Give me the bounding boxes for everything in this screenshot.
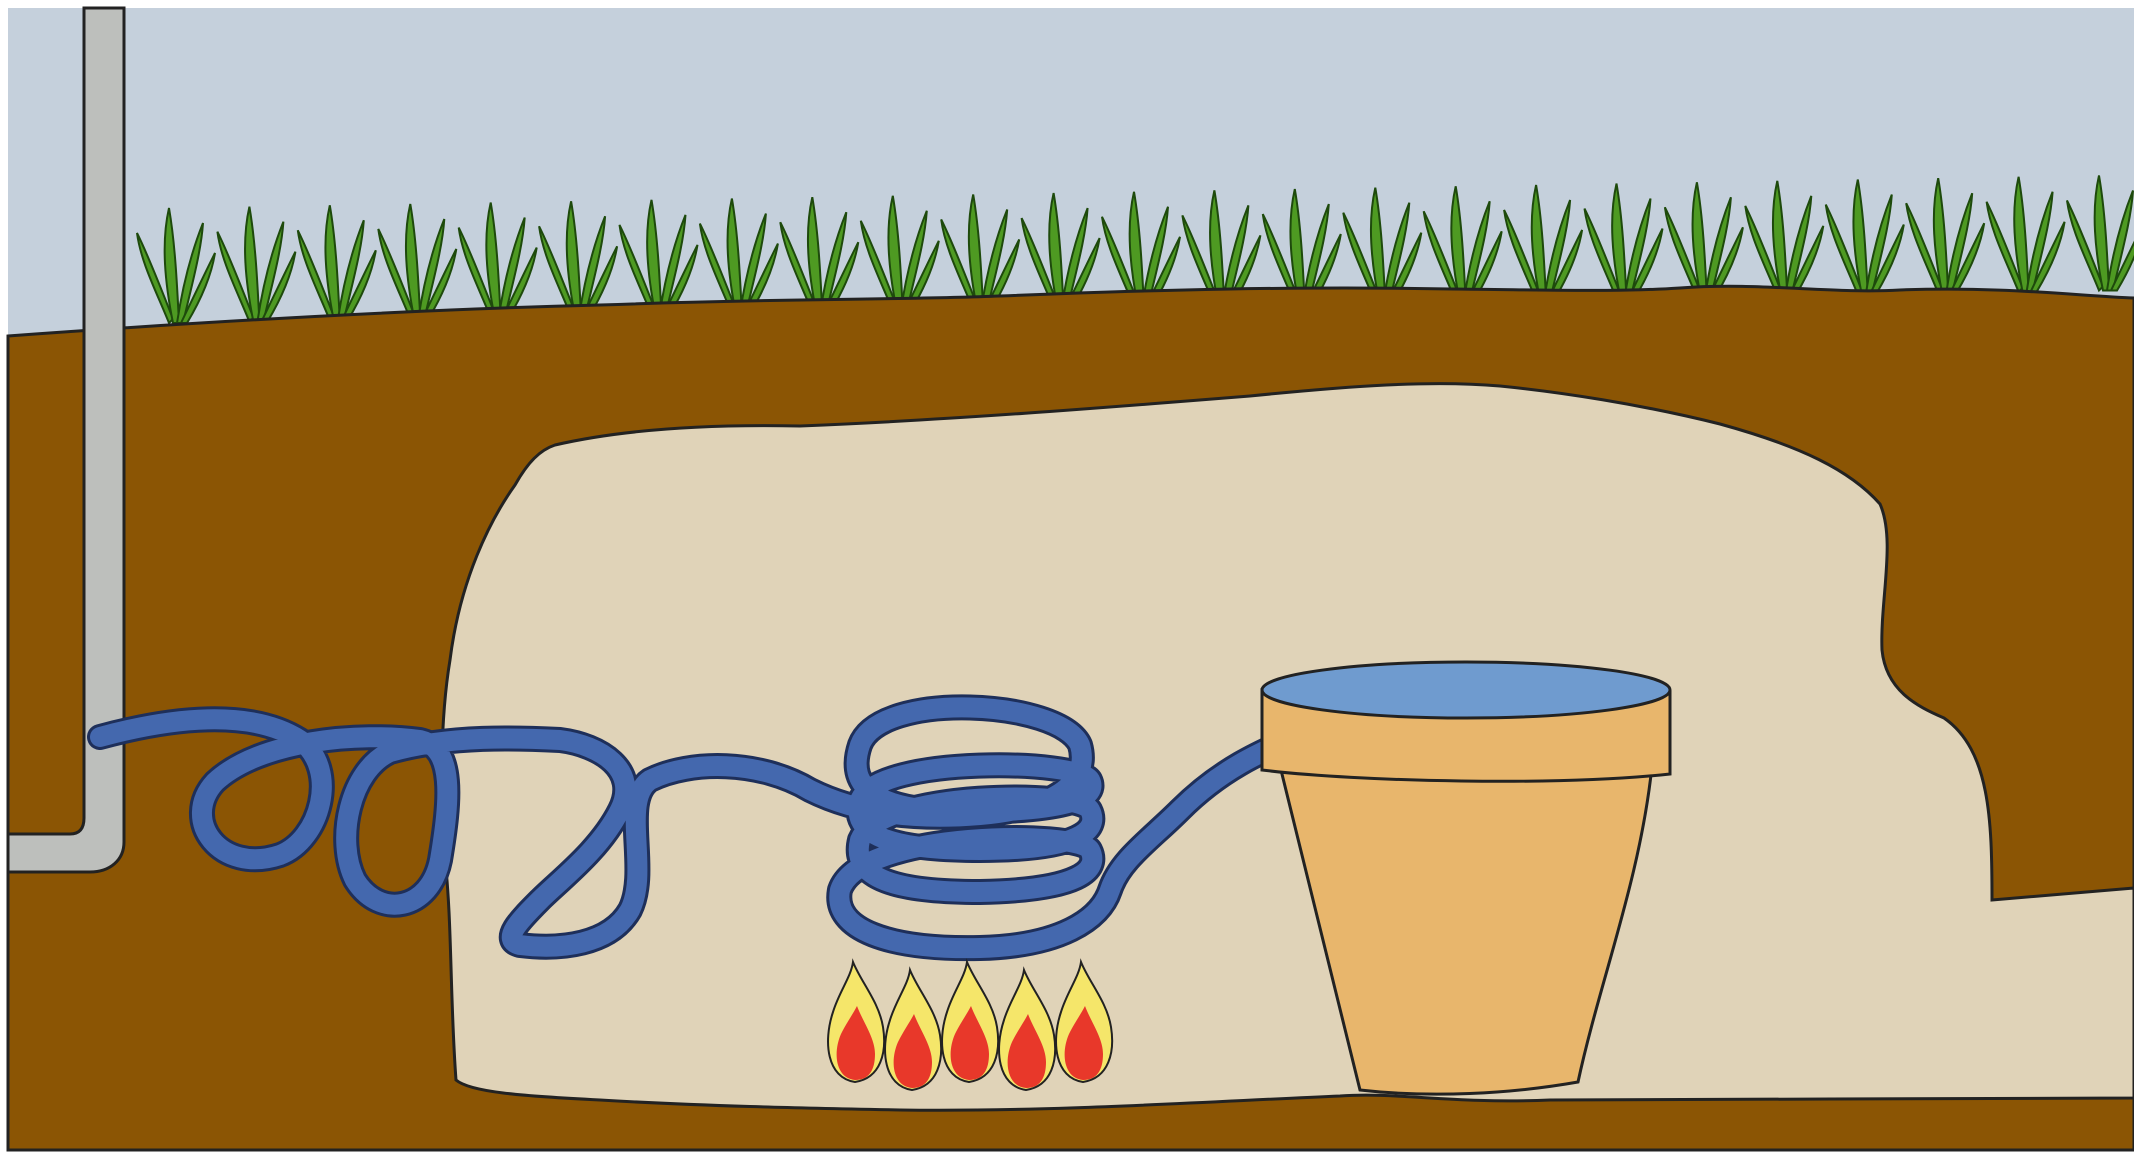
pot-water — [1262, 662, 1670, 718]
